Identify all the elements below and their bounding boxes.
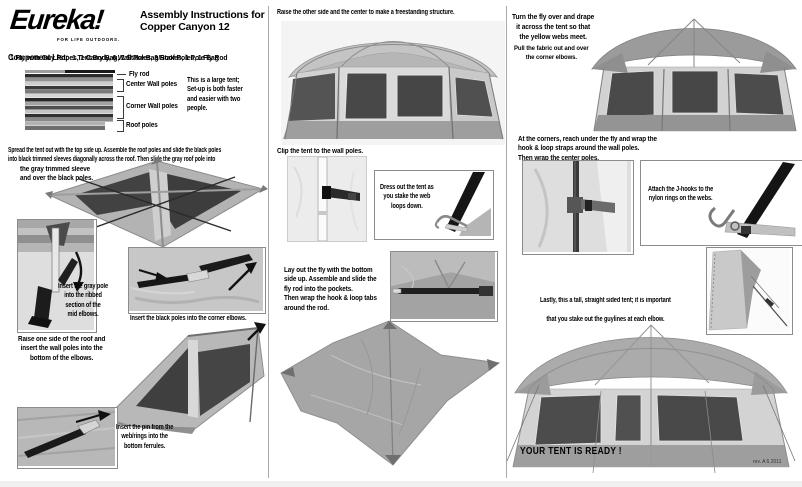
step-freestanding-text: Raise the other side and the center to m… — [277, 9, 455, 16]
logo-tagline: FOR LIFE OUTDOORS. — [57, 37, 120, 42]
revision-text: rev. A 6.2011 — [753, 459, 782, 465]
mid-elbow-photo — [18, 220, 94, 330]
step-fly-text: Lay out the fly with the bottom side up.… — [284, 267, 377, 312]
step-spread-text: Spread the tent out with the top side up… — [8, 147, 222, 164]
j-hook-inset: Attach the J-hooks to the nylon rings on… — [640, 160, 802, 246]
pin-ferrule-photo — [17, 408, 116, 466]
arrow-right-icon — [155, 272, 167, 282]
eureka-logo: Eureka! — [8, 4, 105, 35]
tent-half-raised-photo — [105, 322, 266, 434]
fly-rod-photo — [391, 252, 495, 319]
tent-with-fly-photo — [591, 18, 797, 132]
arrow-up-right-icon — [245, 262, 257, 274]
column-divider-2 — [506, 6, 507, 478]
step-spread-tail-text: the gray trimmed sleeve and over the bla… — [20, 166, 94, 183]
arrow-up-right-icon — [254, 322, 266, 334]
caption-dress-out: Dress out the tent as you stake the web … — [380, 184, 434, 210]
step-lastly-text: Lastly, this a tall, straight sided tent… — [540, 287, 671, 325]
lastly-text-2: that you stake out the guylines at each … — [546, 316, 665, 324]
caption-pin: Insert the pin from the web/rings into t… — [116, 424, 174, 450]
large-tent-note: This is a large tent; Set-up is both fas… — [187, 77, 243, 113]
j-hook-photo — [708, 162, 796, 238]
corner-elbow-photo — [129, 248, 263, 311]
pole-label-fly-rod: Fly rod — [129, 71, 150, 78]
tent-freestanding-photo — [281, 21, 505, 145]
dress-out-inset: Dress out the tent as you stake the web … — [374, 170, 494, 240]
component-list-line1: Component List:1 Tent Body, 6 Wall Poles… — [8, 44, 228, 64]
bracket-center-wall-poles — [117, 79, 124, 92]
pole-label-corner-wall: Corner Wall poles — [126, 103, 178, 110]
step-turn-fly-text-2: Pull the fabric out and over the corner … — [514, 45, 589, 62]
strap-pole-inset — [522, 160, 634, 255]
pole-label-center-wall: Center Wall poles — [126, 81, 178, 88]
guyline-inset — [706, 247, 793, 335]
component-list-label: Component List: — [8, 53, 69, 63]
stake-web-photo — [434, 172, 491, 236]
step-turn-fly-text: Turn the fly over and drape it across th… — [512, 12, 595, 42]
page-bottom-edge — [0, 481, 802, 487]
step-clip-text: Clip the tent to the wall poles. — [277, 148, 364, 155]
step-corners-text: At the corners, reach under the fly and … — [518, 136, 657, 162]
mid-elbow-inset — [17, 219, 97, 333]
caption-corner-elbow: Insert the black poles into the corner e… — [130, 315, 247, 322]
step-raise-text: Raise one side of the roof and insert th… — [18, 336, 106, 362]
tent-spread-flat-photo — [45, 157, 268, 252]
arrow-down-icon — [73, 282, 84, 292]
corner-elbow-inset — [128, 247, 266, 314]
fly-rod-pointer-line — [117, 74, 126, 75]
caption-mid-elbow: Insert the gray pole into the ribbed sec… — [58, 283, 109, 319]
bracket-roof-poles — [117, 120, 124, 132]
strap-pole-photo — [523, 161, 631, 252]
guyline-photo — [707, 248, 790, 332]
caption-j-hooks: Attach the J-hooks to the nylon rings on… — [648, 186, 714, 203]
pin-ferrule-inset — [17, 407, 118, 469]
column-divider-1 — [268, 6, 269, 478]
lastly-text-1: Lastly, this a tall, straight sided tent… — [540, 297, 645, 305]
clip-photo — [287, 156, 367, 242]
fly-rod-inset — [390, 251, 498, 322]
component-list-items-1: 1 Tent Body, 6 Wall Poles, 3 Roof Poles,… — [72, 55, 228, 63]
component-list-line2: 1 Fly with Guy Ropes, 1 Carry Bag, 1 Sta… — [10, 55, 219, 62]
pole-bundle-photo — [25, 70, 115, 130]
arrow-right-icon — [98, 410, 111, 421]
bracket-corner-wall-poles — [117, 96, 124, 119]
tent-finished-photo — [506, 324, 796, 473]
tent-ready-text: YOUR TENT IS READY ! — [520, 445, 622, 457]
pole-label-roof: Roof poles — [126, 122, 158, 129]
lastly-important: important — [645, 297, 671, 305]
fly-flat-photo — [280, 320, 501, 466]
page-title: Assembly Instructions for Copper Canyon … — [140, 9, 265, 34]
